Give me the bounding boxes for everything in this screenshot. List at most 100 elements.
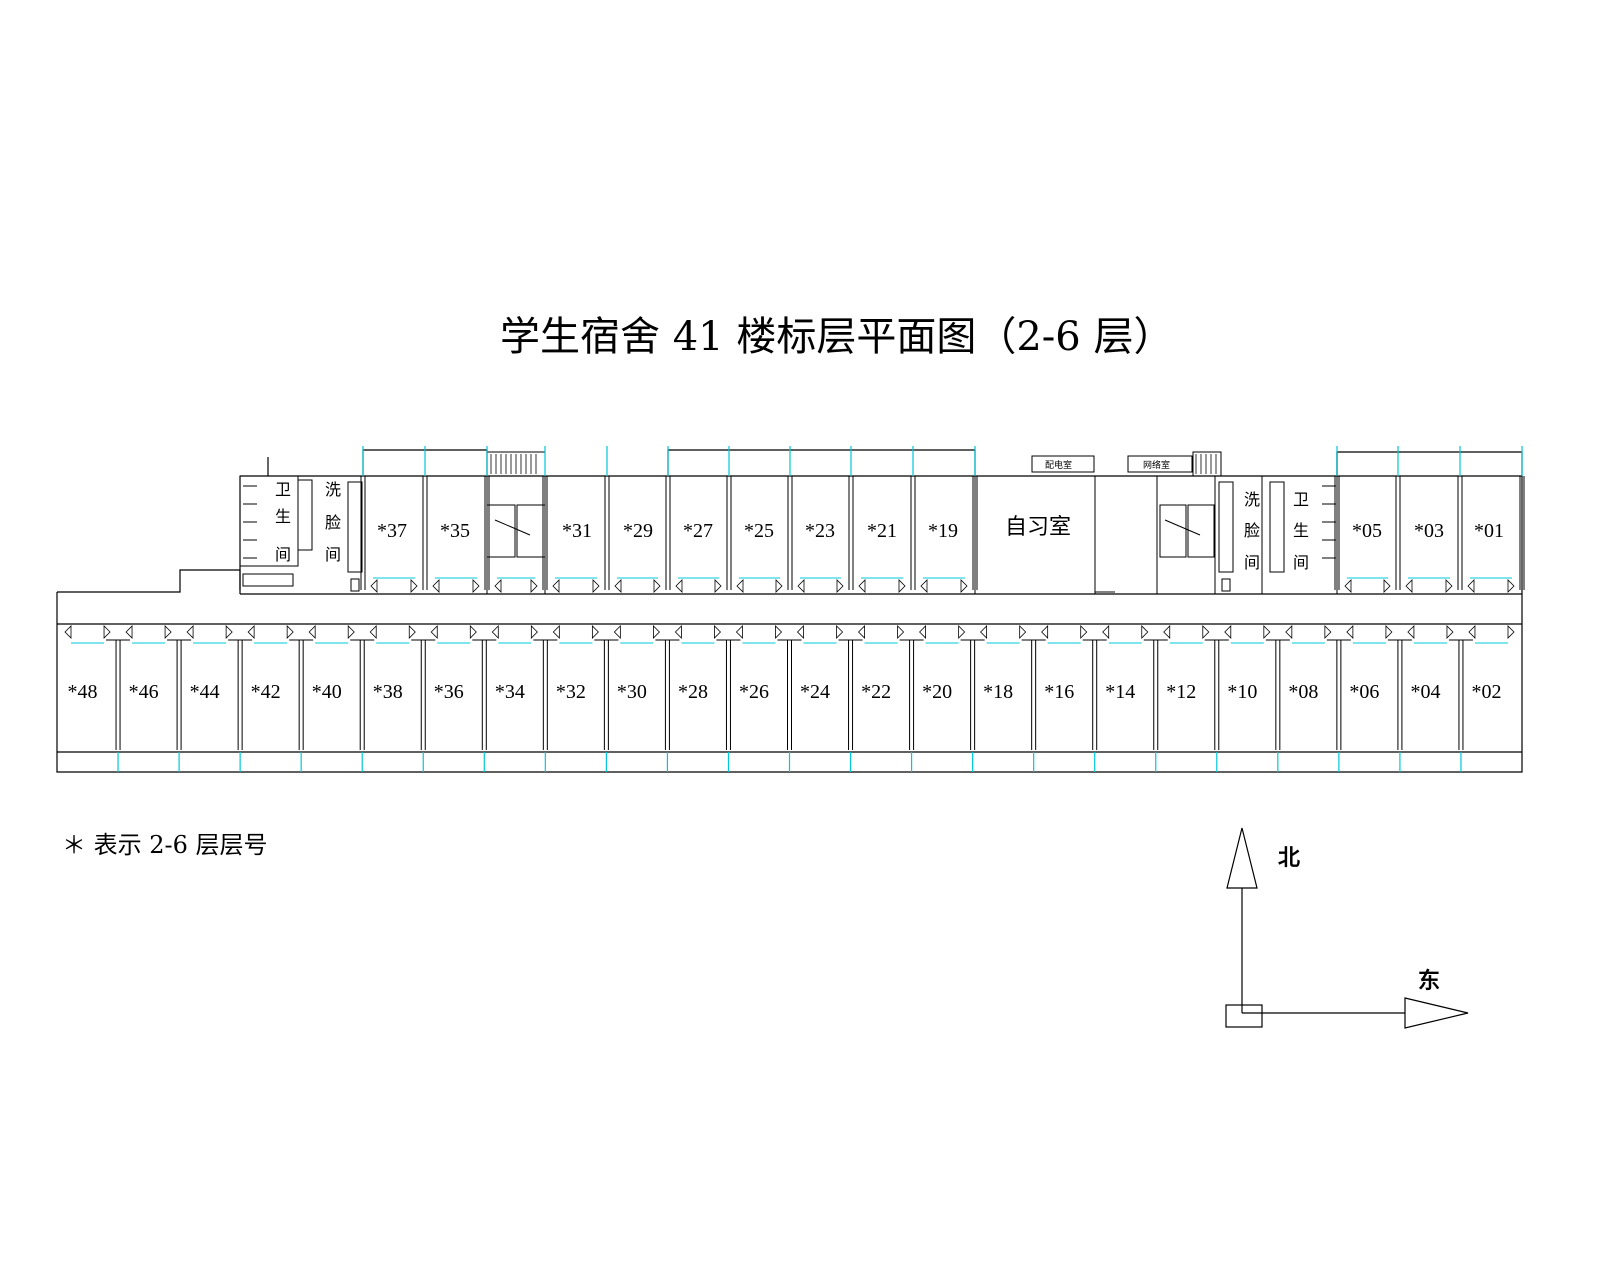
west-toilet [239,475,363,592]
door-swing [714,625,722,639]
door-swing [430,625,438,639]
door-swing [472,579,480,593]
door-swing [1507,579,1515,593]
network-room-label: 网络室 [1143,459,1170,471]
door-swing [653,579,661,593]
svg-text:生: 生 [1293,521,1309,540]
door-swing [286,625,294,639]
svg-text:间: 间 [1293,553,1309,572]
svg-text:间: 间 [275,545,291,564]
room-label: *34 [495,681,525,703]
door-swing [920,579,928,593]
north-rooms-east: *05 *03 *01 [1352,520,1504,542]
room-label: *08 [1288,681,1318,703]
room-label: *38 [373,681,403,703]
door-swing [1507,625,1515,639]
power-room-label: 配电室 [1045,459,1072,471]
door-swing [836,625,844,639]
room-label: *36 [434,681,464,703]
east-label: 东 [1418,968,1440,994]
door-swing [125,625,133,639]
svg-text:卫: 卫 [275,480,291,499]
room-label: *06 [1349,681,1379,703]
door-swing [164,625,172,639]
north-room-walls [360,476,1525,590]
door-swing [410,579,418,593]
door-swing [919,625,926,639]
door-swing [1163,625,1171,639]
room-label: *21 [867,520,897,542]
door-swing [103,625,111,639]
door-swing [225,625,233,639]
north-rooms-mid: *31 *29 *27 *25 *23 *21 *19 [562,520,958,542]
east-stairwell [1156,475,1338,595]
north-stair-ladder [486,451,1222,477]
room-label: *23 [805,520,835,542]
room-label: *10 [1227,681,1257,703]
door-swing [653,625,660,639]
door-swing [530,625,538,639]
window-marks [71,446,1523,772]
room-label: *48 [68,681,98,703]
washroom-label-west: 洗 脸 间 [325,480,341,564]
room-label: *35 [440,520,470,542]
room-label: *37 [377,520,407,542]
door-swing [592,579,600,593]
door-swing [469,625,477,639]
room-label: *19 [928,520,958,542]
door-swing [775,625,783,639]
north-rooms-west: *37 *35 [377,520,470,542]
door-swing [1285,625,1293,639]
svg-text:卫: 卫 [1293,490,1309,509]
door-swing [714,579,722,593]
door-swing [64,625,72,639]
door-swing [1385,625,1393,639]
room-label: *14 [1105,681,1135,703]
svg-text:脸: 脸 [1244,521,1260,540]
door-swing [1344,579,1352,593]
door-swing [735,625,743,639]
room-label: *01 [1474,520,1504,542]
door-swing [530,579,538,593]
door-swing [1383,579,1391,593]
room-label: *27 [683,520,713,542]
room-label: *31 [562,520,592,542]
svg-text:脸: 脸 [325,513,341,532]
door-swing [186,625,194,639]
room-label: *04 [1410,681,1440,703]
door-swing [591,625,599,639]
door-swing [836,579,844,593]
room-label: *30 [617,681,647,703]
door-swing [960,579,968,593]
north-arrow [1226,827,1258,1013]
door-swing [857,625,865,639]
room-label: *12 [1166,681,1196,703]
door-swing [1263,625,1271,639]
door-swing [1202,625,1210,639]
door-swing [1041,625,1049,639]
svg-text:洗: 洗 [1244,490,1260,509]
room-label: *20 [922,681,952,703]
room-label: *29 [623,520,653,542]
svg-text:洗: 洗 [325,480,341,499]
toilet-label-west: 卫 生 间 [275,480,291,564]
door-swing [494,579,502,593]
svg-text:生: 生 [275,507,291,526]
south-rooms: *48*46*44*42*40*38*36*34*32*30*28*26*24*… [68,681,1502,703]
door-swing [491,625,499,639]
door-swing [1224,625,1232,639]
east-arrow [1242,997,1469,1029]
room-label: *02 [1471,681,1501,703]
page-title: 学生宿舍 41 楼标层平面图（2-6 层） [500,314,1173,360]
room-label: *44 [190,681,220,703]
svg-text:间: 间 [1244,553,1260,572]
door-swing [736,579,744,593]
door-swing [308,625,316,639]
door-swing [1080,625,1088,639]
door-swing [897,625,905,639]
door-swing [1446,625,1454,639]
room-label: *24 [800,681,830,703]
door-swing [1407,625,1415,639]
door-swing [1141,625,1149,639]
